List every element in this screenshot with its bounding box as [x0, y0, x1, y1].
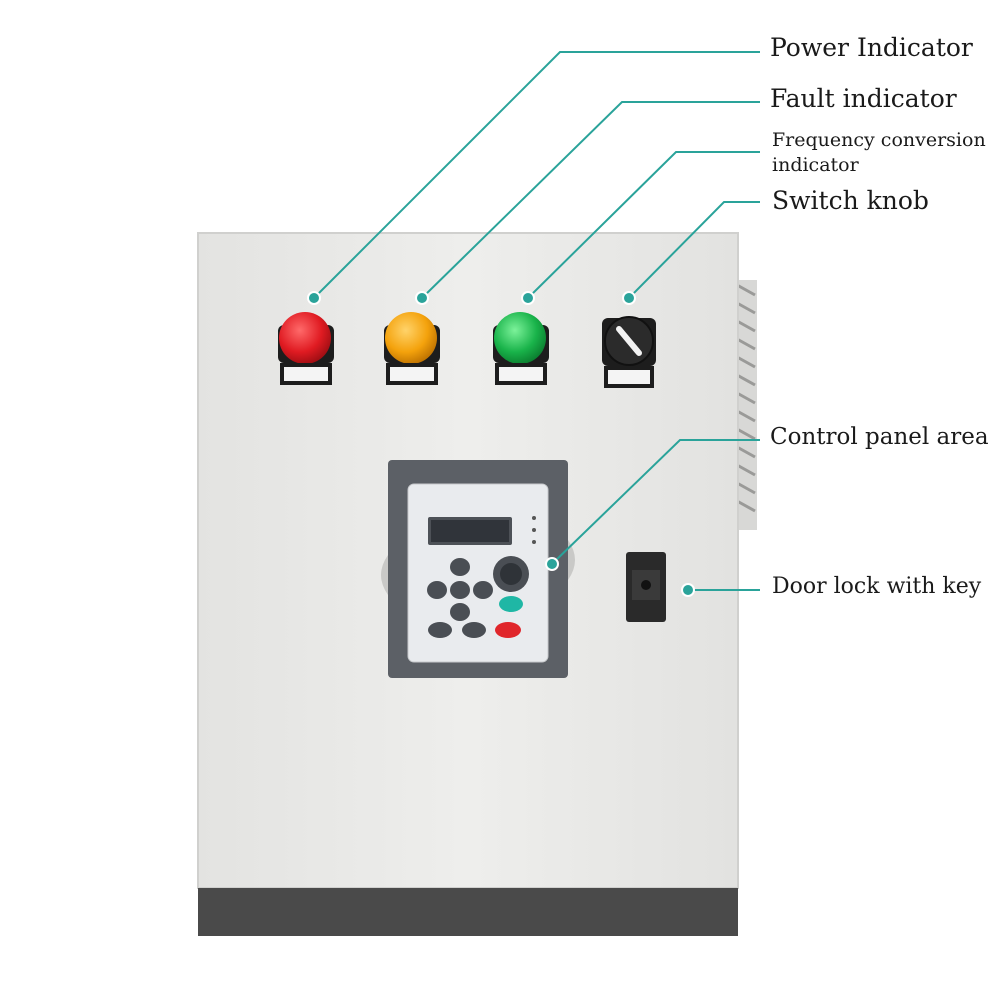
fault-leader-line — [421, 101, 760, 299]
frequency-leader-dot — [521, 291, 535, 305]
frequency-indicator-lamp — [493, 312, 549, 385]
switch-knob-label: Switch knob — [772, 186, 929, 215]
fault-indicator-lamp — [384, 312, 440, 385]
fault-indicator-label: Fault indicator — [770, 84, 957, 113]
control-panel-label: Control panel area — [770, 424, 989, 450]
heat-sink-fins — [735, 280, 757, 530]
power-indicator-label: Power Indicator — [770, 33, 973, 62]
power-leader-line — [313, 51, 760, 299]
lock-leader-dot — [681, 583, 695, 597]
control-panel-keypad — [381, 460, 575, 678]
power-leader-dot — [307, 291, 321, 305]
door-lock-label: Door lock with key — [772, 574, 982, 599]
frequency-leader-line — [527, 151, 760, 299]
power-indicator-lamp — [278, 312, 334, 385]
panel-leader-dot — [545, 557, 559, 571]
panel-leader-line — [551, 439, 760, 565]
knob-leader-line — [628, 201, 760, 299]
door-lock — [626, 552, 666, 622]
knob-leader-dot — [622, 291, 636, 305]
fault-leader-dot — [415, 291, 429, 305]
switch-knob — [602, 316, 656, 388]
cabinet-base — [198, 888, 738, 936]
frequency-indicator-label: Frequency conversion indicator — [772, 129, 986, 176]
